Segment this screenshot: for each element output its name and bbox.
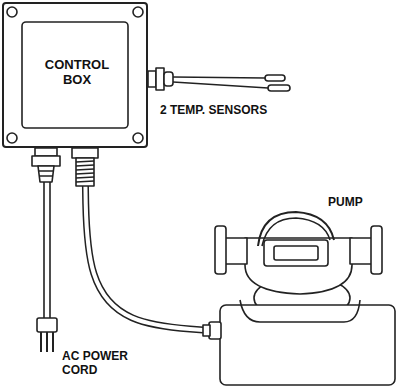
- node-label: CONTROL BOX: [42, 58, 112, 88]
- part-label: 2 TEMP. SENSORS: [160, 104, 300, 118]
- control-box: CONTROL BOX: [2, 2, 148, 148]
- node-label: PUMP: [328, 196, 398, 210]
- power-cord: [37, 182, 57, 352]
- sensor-gland: [148, 68, 173, 90]
- pump-cable-gland: [72, 148, 98, 186]
- temp-sensor-wires: [173, 75, 290, 91]
- pump-symbol: [203, 212, 395, 385]
- cable-inner: [85, 148, 203, 330]
- thread-line: [76, 181, 94, 182]
- cable-group: [85, 148, 203, 330]
- thread-line: [76, 173, 94, 174]
- power-gland: [32, 148, 60, 182]
- pump: PUMP: [203, 196, 406, 388]
- cable: [85, 148, 203, 330]
- box-lid: [7, 7, 143, 143]
- thread-line: [76, 165, 94, 166]
- thread-line: [76, 177, 94, 178]
- thread-line: [76, 161, 94, 162]
- part-label: AC POWER CORD: [62, 350, 136, 378]
- thread-line: [76, 169, 94, 170]
